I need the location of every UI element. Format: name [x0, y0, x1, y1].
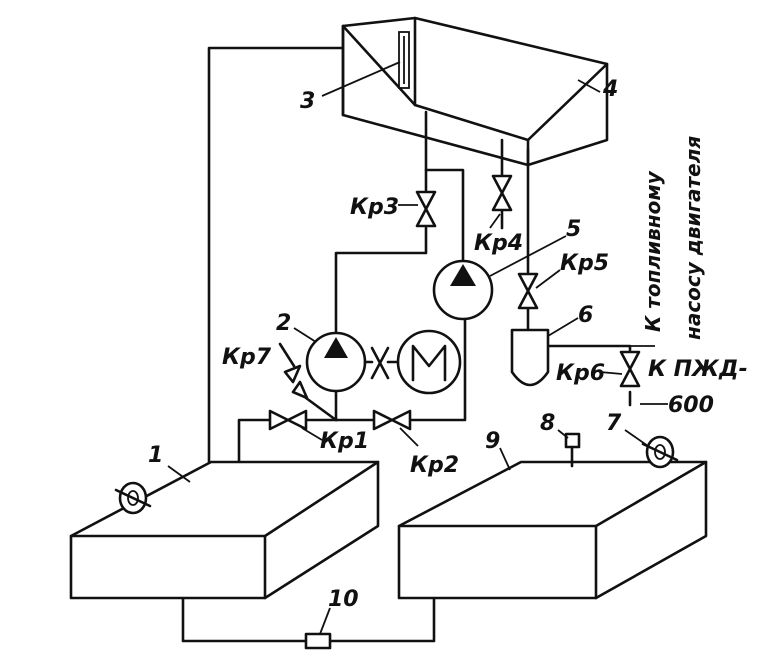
label-9: 9 — [485, 429, 500, 454]
tank-1 — [69, 460, 380, 600]
valve-kr1 — [268, 409, 308, 431]
label-kr3: Кр3 — [350, 195, 399, 220]
label-kr1: Кр1 — [320, 429, 369, 454]
label-5: 5 — [566, 217, 581, 242]
label-to-fuel-pump-line1: К топливному — [641, 170, 665, 332]
valve-kr7 — [278, 342, 338, 422]
label-k-pzhd-number: 600 — [668, 393, 714, 418]
coupling — [363, 346, 400, 380]
label-6: 6 — [578, 303, 593, 328]
label-kr7: Кр7 — [222, 345, 272, 370]
label-k-pzhd: К ПЖД- — [648, 357, 748, 382]
drain-10 — [304, 632, 332, 650]
filler-cap-left — [114, 481, 152, 515]
label-1: 1 — [148, 443, 163, 468]
sensor-8 — [564, 432, 581, 468]
pump-5 — [432, 259, 494, 321]
electric-motor — [396, 329, 462, 395]
label-kr2: Кр2 — [410, 453, 459, 478]
valve-kr4 — [491, 174, 513, 212]
valve-kr2 — [372, 409, 412, 431]
label-kr5: Кр5 — [560, 251, 609, 276]
label-3: 3 — [300, 89, 315, 114]
label-kr4: Кр4 — [474, 231, 523, 256]
tank-4 — [341, 16, 609, 167]
label-10: 10 — [328, 587, 359, 612]
valve-kr6 — [619, 350, 641, 388]
label-8: 8 — [540, 411, 555, 436]
leader-lines — [167, 61, 668, 635]
label-kr6: Кр6 — [556, 361, 605, 386]
filler-cap-right — [641, 435, 679, 469]
level-gauge-3 — [398, 31, 410, 89]
tank-9 — [397, 460, 708, 600]
label-7: 7 — [606, 411, 622, 436]
label-4: 4 — [602, 77, 618, 102]
labels: 3 4 5 6 2 1 9 8 7 10 Кр3 Кр4 Кр5 Кр6 Кр7… — [148, 77, 748, 612]
pipework — [181, 46, 655, 643]
valve-kr3 — [415, 190, 437, 228]
valve-kr5 — [517, 272, 539, 310]
sump-6 — [510, 328, 550, 387]
label-to-fuel-pump-line2: насосу двигателя — [681, 136, 705, 340]
label-2: 2 — [276, 311, 291, 336]
